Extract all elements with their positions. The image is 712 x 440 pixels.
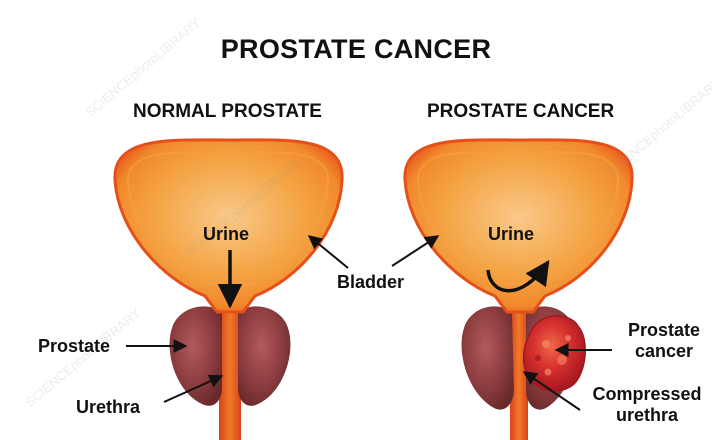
subtitle-prostate-cancer: PROSTATE CANCER bbox=[427, 101, 614, 123]
urethra-left-tube bbox=[219, 300, 241, 440]
prostate-label: Prostate bbox=[38, 336, 110, 357]
bladder-pointer-right bbox=[392, 236, 438, 266]
main-title: PROSTATE CANCER bbox=[0, 34, 712, 65]
compressed-urethra-label: Compressed urethra bbox=[584, 384, 710, 426]
urine-label-cancer: Urine bbox=[488, 224, 534, 245]
subtitle-normal-prostate: NORMAL PROSTATE bbox=[133, 101, 322, 123]
urethra-label: Urethra bbox=[76, 397, 140, 418]
prostate-right-lobe bbox=[238, 306, 290, 405]
bladder-label: Bladder bbox=[337, 272, 404, 293]
prostate-cancer-label: Prostate cancer bbox=[614, 320, 712, 362]
urine-label-normal: Urine bbox=[203, 224, 249, 245]
tumor bbox=[524, 316, 586, 391]
prostate-left-lobe bbox=[170, 306, 222, 405]
prostate-left-lobe-cancer bbox=[462, 306, 514, 409]
